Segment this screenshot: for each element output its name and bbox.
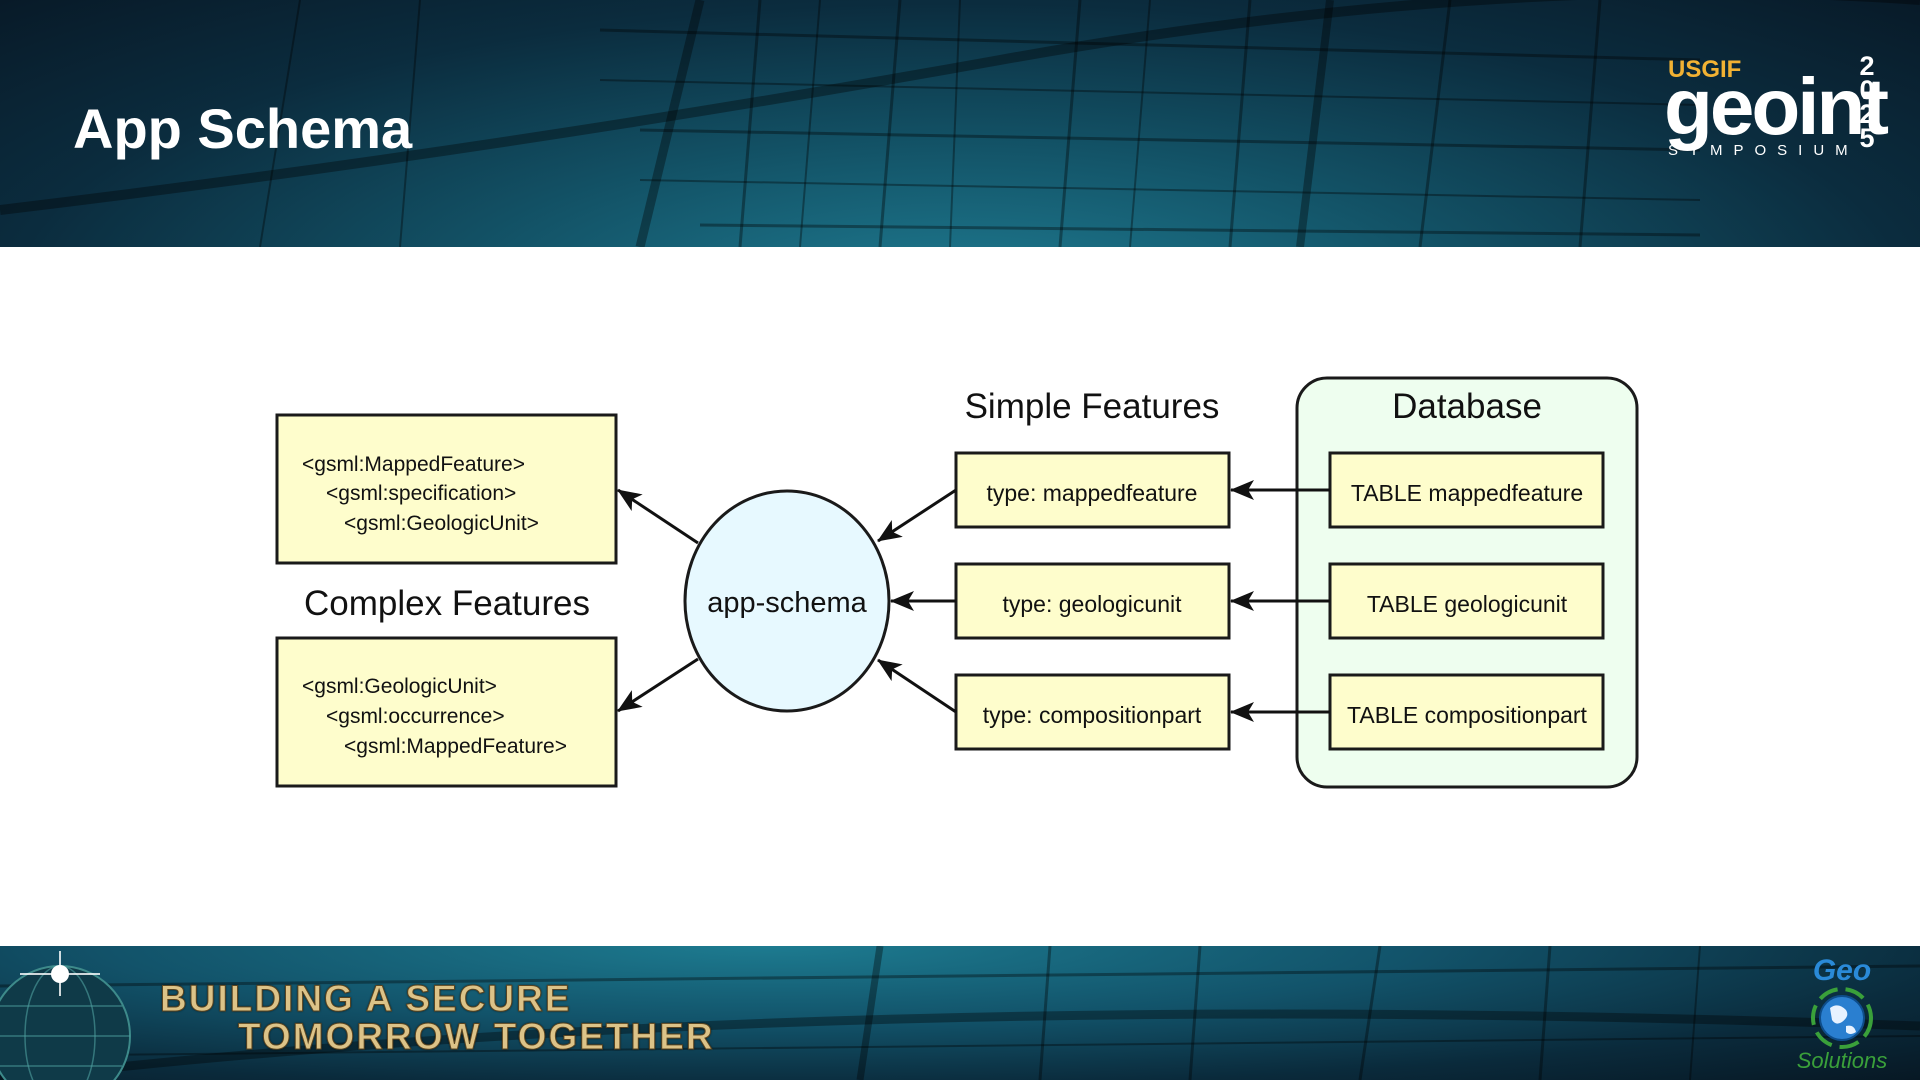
logo-sub: SYMPOSIUM (1668, 142, 1859, 159)
complex-feature-line: <gsml:MappedFeature> (302, 453, 525, 476)
table-label: TABLE mappedfeature (1351, 480, 1583, 506)
complex-feature-line: <gsml:GeologicUnit> (344, 512, 539, 535)
complex-feature-box (275, 413, 618, 565)
simple-feature-label: type: geologicunit (1002, 591, 1182, 617)
arrow-app-schema-to-complex (617, 657, 699, 713)
table-box (1328, 562, 1605, 640)
complex-feature-box (275, 636, 618, 788)
logo-brand: geoint (1664, 62, 1889, 151)
table-box (1328, 451, 1605, 529)
complex-feature-line: <gsml:MappedFeature> (344, 735, 567, 758)
table-box (1328, 673, 1605, 751)
geo-solutions-logo: Geo Solutions (1797, 954, 1888, 1073)
simple-feature-label: type: compositionpart (983, 702, 1202, 728)
simple-features-label: Simple Features (965, 387, 1220, 426)
complex-features-label: Complex Features (304, 584, 590, 623)
app-schema-node (683, 489, 891, 713)
logo-year: 2025 (1859, 51, 1875, 153)
complex-feature-line: <gsml:GeologicUnit> (302, 675, 497, 698)
simple-feature-box (954, 562, 1231, 640)
table-label: TABLE geologicunit (1367, 591, 1568, 617)
tagline-line-1: BUILDING A SECURE (160, 978, 572, 1019)
complex-feature-line: <gsml:occurrence> (326, 705, 505, 728)
table-label: TABLE compositionpart (1347, 702, 1588, 728)
simple-feature-label: type: mappedfeature (987, 480, 1198, 506)
logo-org: USGIF (1668, 56, 1742, 83)
geo-logo-bottom: Solutions (1797, 1048, 1888, 1073)
geo-logo-top: Geo (1813, 954, 1871, 987)
arrow-simple-to-app-schema (877, 658, 957, 714)
arrow-app-schema-to-complex (617, 488, 699, 545)
tagline-line-2: TOMORROW TOGETHER (238, 1016, 715, 1057)
simple-feature-box (954, 673, 1231, 751)
header-banner: App Schema USGIF geoint SYMPOSIUM 2025 (0, 0, 1920, 247)
simple-feature-box (954, 451, 1231, 529)
app-schema-label: app-schema (707, 587, 867, 619)
globe-icon (0, 965, 131, 1080)
map-grid-background (0, 0, 1920, 247)
complex-feature-line: <gsml:specification> (326, 482, 516, 505)
geoint-logo: USGIF geoint SYMPOSIUM 2025 (1660, 52, 1890, 172)
tagline: BUILDING A SECURE TOMORROW TOGETHER (160, 978, 715, 1057)
database-label: Database (1392, 387, 1542, 426)
page-title: App Schema (73, 97, 413, 160)
arrow-simple-to-app-schema (877, 488, 957, 543)
map-grid-background (0, 946, 1920, 1080)
footer-banner: BUILDING A SECURE TOMORROW TOGETHER (0, 946, 1920, 1080)
